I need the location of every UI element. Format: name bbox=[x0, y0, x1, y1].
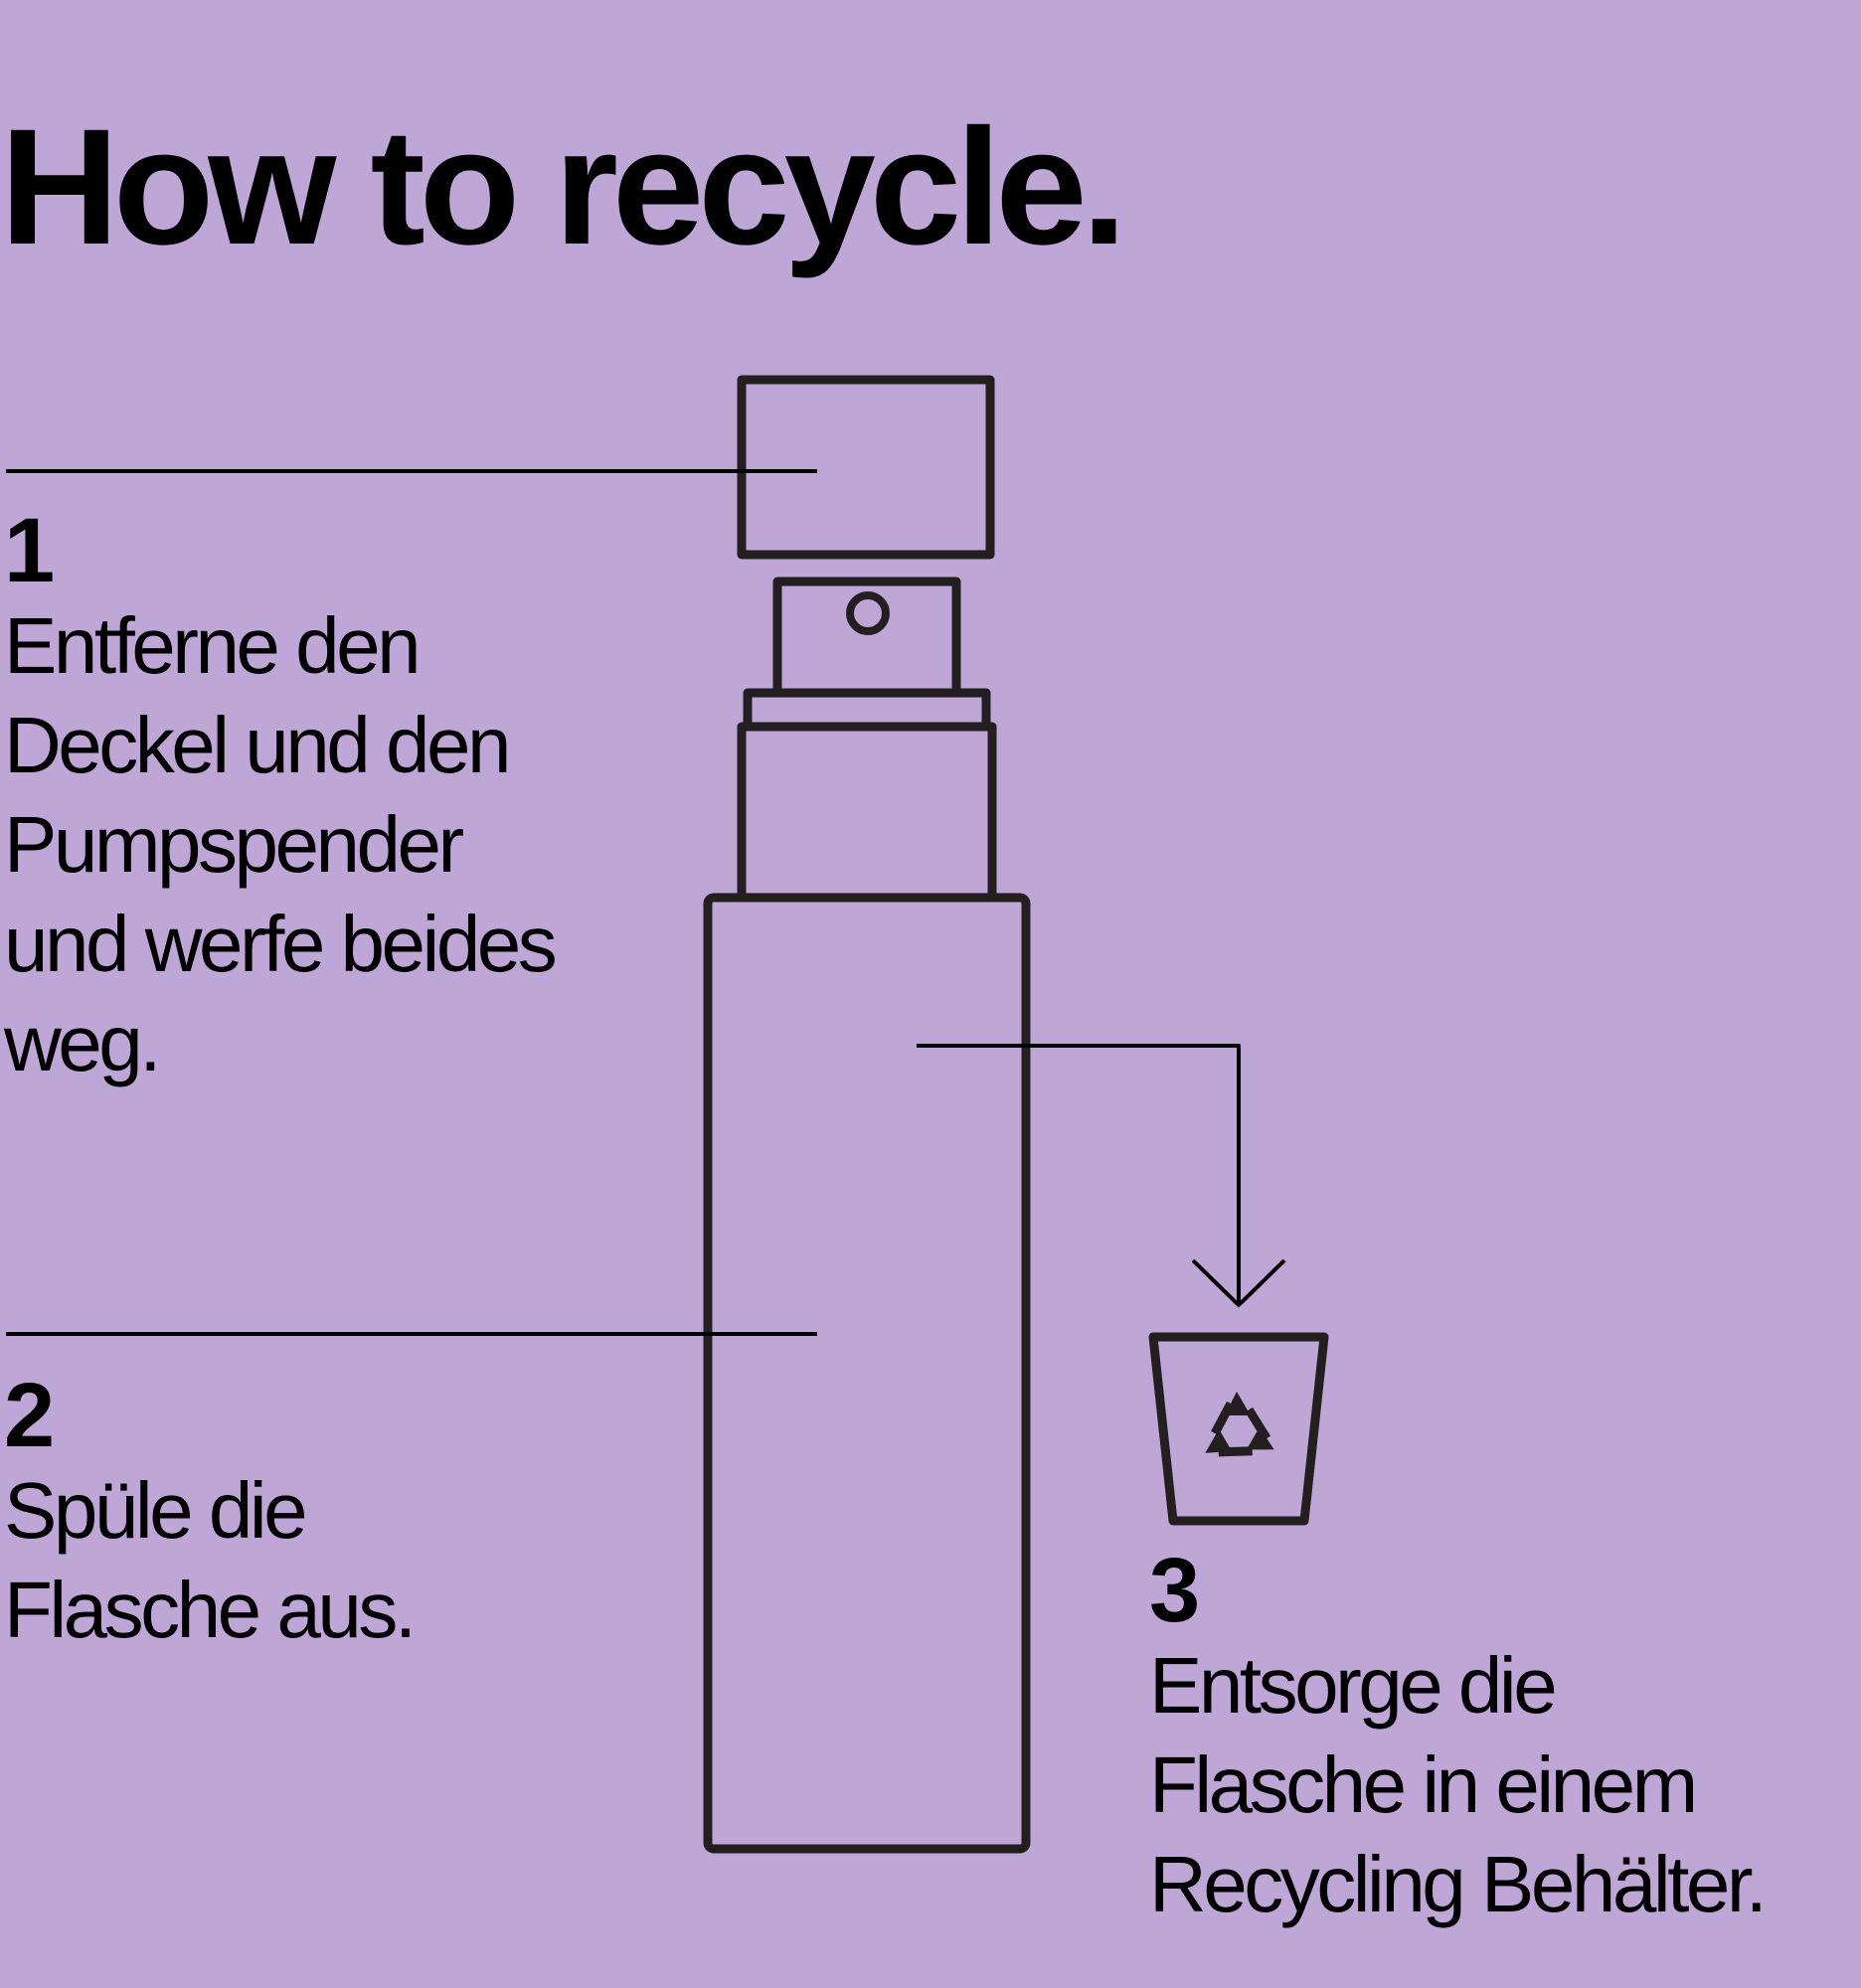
recycle-symbol-icon bbox=[1198, 1392, 1284, 1472]
page-title: How to recycle. bbox=[0, 95, 1127, 279]
step-2-text: Spüle die Flasche aus. bbox=[4, 1466, 417, 1654]
step-2: 2 Spüle die Flasche aus. bbox=[4, 1365, 417, 1660]
step-3-number: 3 bbox=[1149, 1540, 1201, 1641]
step-3: 3 Entsorge die Flasche in einem Recyclin… bbox=[1149, 1540, 1768, 1934]
arrow-down-icon bbox=[917, 1044, 1286, 1307]
recycling-bin-icon bbox=[1148, 1332, 1329, 1526]
step-2-number: 2 bbox=[4, 1365, 56, 1466]
pump-dispenser-icon bbox=[737, 577, 997, 903]
step-1: 1 Entferne den Deckel und den Pumpspende… bbox=[4, 500, 558, 1093]
bottle-icon bbox=[703, 893, 1031, 1854]
step-1-number: 1 bbox=[4, 500, 56, 601]
step-3-text: Entsorge die Flasche in einem Recycling … bbox=[1149, 1641, 1768, 1928]
bottle-cap-icon bbox=[737, 375, 995, 560]
step-1-text: Entferne den Deckel und den Pumpspender … bbox=[4, 601, 558, 1087]
